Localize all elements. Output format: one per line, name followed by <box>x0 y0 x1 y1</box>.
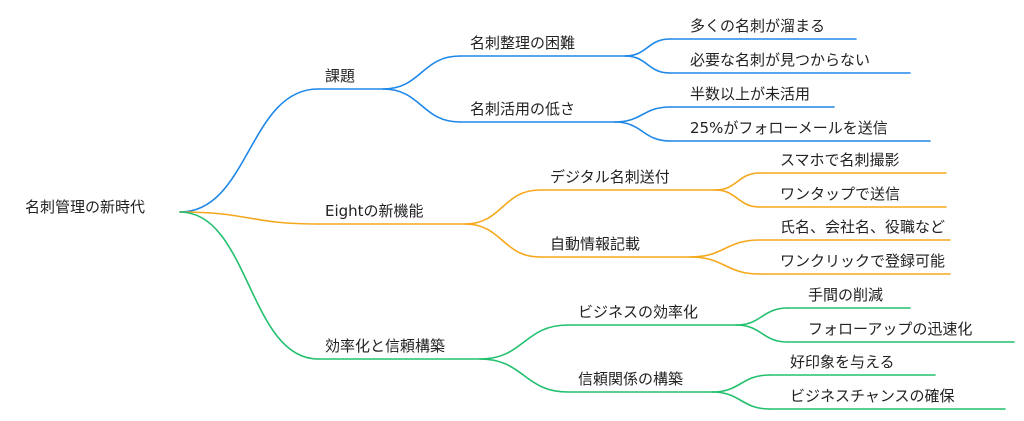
leaf-node: 手間の削減 <box>808 286 884 304</box>
leaf-connector <box>735 324 789 343</box>
leaf-node: 多くの名刺が溜まる <box>690 17 826 35</box>
root-node: 名刺管理の新時代 <box>25 198 146 216</box>
branch-node: 効率化と信頼構築 <box>325 337 446 355</box>
leaf-connector <box>714 172 761 191</box>
leaf-node: フォローアップの迅速化 <box>808 320 973 338</box>
leaf-connector <box>624 38 671 57</box>
leaf-connector <box>689 239 761 258</box>
sub-node: ビジネスの効率化 <box>578 303 699 321</box>
sub-connector <box>382 88 461 123</box>
leaf-connector <box>614 121 671 142</box>
branch-connector <box>179 211 319 360</box>
branch-connector <box>179 211 319 225</box>
leaf-connector <box>735 307 789 326</box>
sub-node: 信頼関係の構築 <box>578 370 684 388</box>
sub-node: デジタル名刺送付 <box>550 168 670 186</box>
leaf-node: ワンタップで送信 <box>780 185 901 203</box>
leaf-connector <box>689 256 761 275</box>
sub-node: 自動情報記載 <box>550 235 641 253</box>
leaf-connector <box>714 189 761 208</box>
leaf-node: 必要な名刺が見つからない <box>690 51 871 69</box>
leaf-node: 氏名、会社名、役職など <box>780 218 946 236</box>
leaf-node: 25%がフォローメールを送信 <box>690 119 888 137</box>
sub-connector <box>464 189 541 225</box>
leaf-node: 好印象を与える <box>790 353 895 371</box>
branch-node: 課題 <box>325 67 356 85</box>
leaf-connector <box>711 374 771 393</box>
branch-node: Eightの新機能 <box>325 202 424 220</box>
branch-connector <box>179 88 319 213</box>
leaf-node: ワンクリックで登録可能 <box>780 252 946 270</box>
sub-connector <box>479 358 569 393</box>
leaf-connector <box>624 55 671 74</box>
sub-connector <box>464 223 541 258</box>
leaf-connector <box>614 106 671 123</box>
sub-connector <box>382 55 461 90</box>
sub-connector <box>479 324 569 360</box>
leaf-node: スマホで名刺撮影 <box>780 151 900 169</box>
sub-node: 名刺活用の低さ <box>470 100 576 118</box>
leaf-connector <box>711 391 771 410</box>
leaf-node: 半数以上が未活用 <box>690 85 811 103</box>
sub-node: 名刺整理の困難 <box>470 34 576 52</box>
leaf-node: ビジネスチャンスの確保 <box>790 387 955 405</box>
